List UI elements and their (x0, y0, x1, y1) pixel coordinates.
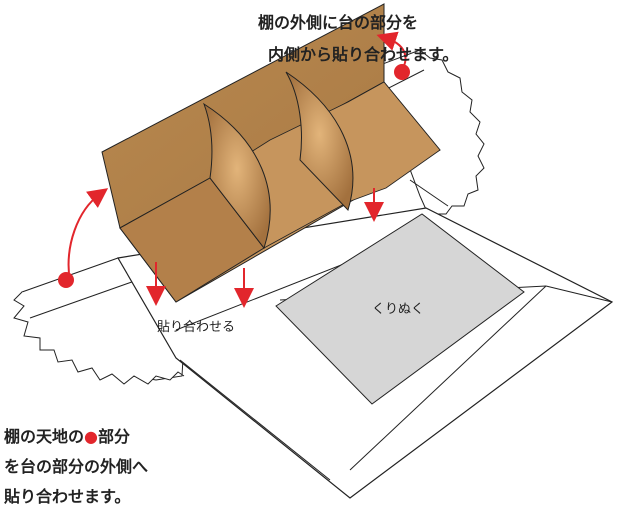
cutout-area: くりぬく (275, 213, 525, 405)
glue-marker-right (394, 64, 410, 80)
instruction-top: 棚の外側に台の部分を 内側から貼り合わせます。 (258, 13, 458, 64)
assembly-arrows (67, 31, 407, 308)
glue-label: 貼り合わせる (157, 320, 235, 335)
inline-red-dot: ● (84, 427, 98, 446)
instruction-top-line-1: 棚の外側に台の部分を (258, 13, 418, 32)
cardboard-shelf (101, 3, 441, 303)
instruction-bottom: 棚の天地の●部分 を台の部分の外側へ 貼り合わせます。 (4, 427, 148, 506)
instruction-bottom-line-2: を台の部分の外側へ (4, 457, 148, 476)
arrow-left-curve (67, 188, 109, 283)
instruction-bottom-line-3: 貼り合わせます。 (4, 487, 130, 506)
instruction-bottom-part-a: 棚の天地の (4, 427, 84, 446)
instruction-bottom-part-b: 部分 (98, 427, 130, 446)
cutout-label: くりぬく (372, 302, 424, 317)
instruction-bottom-line-1: 棚の天地の●部分 (4, 427, 130, 446)
glue-marker-left (58, 272, 74, 288)
instruction-top-line-2: 内側から貼り合わせます。 (268, 45, 458, 64)
